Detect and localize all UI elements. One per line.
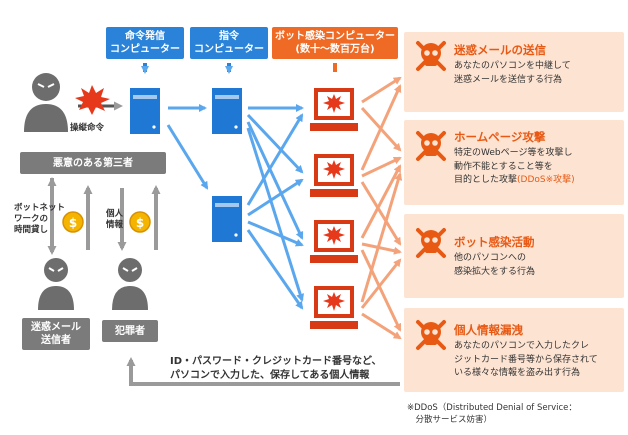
text-personal-info: 個人 情報 [106, 209, 124, 230]
person-icon-criminal [112, 258, 148, 310]
threat-title-spam: 迷惑メールの送信 [454, 43, 546, 57]
stolen-info-text: ID・パスワード・クレジットカード番号など、 パソコンで入力した、保存してある個… [170, 356, 382, 381]
blue-arrows [166, 104, 305, 310]
threat-desc-web-attack: 特定のWebページ等を攻撃し 動作不能とすること等を 目的とした攻撃(DDoS※… [454, 147, 575, 188]
server-icon-relay-bottom [212, 196, 242, 242]
skull-icon [416, 320, 446, 350]
server-icon-command [130, 88, 160, 134]
threat-panel-spam: 迷惑メールの送信 あなたのパソコンを中継して 迷惑メールを送信する行為 [404, 32, 624, 112]
threat-desc-spam: あなたのパソコンを中継して 迷惑メールを送信する行為 [454, 61, 571, 85]
svg-text:$: $ [69, 216, 77, 230]
threat-desc-infection: 他のパソコンへの 感染拡大をする行為 [454, 253, 536, 277]
threat-desc-web-attack-text: 特定のWebページ等を攻撃し 動作不能とすること等を 目的とした攻撃 [454, 148, 573, 185]
label-command-computer: 命令発信 コンピューター [106, 27, 184, 59]
bot-computer-icon-4 [310, 286, 358, 329]
ddos-footnote: ※DDoS（Distributed Denial of Service： 分散サ… [407, 403, 577, 425]
server-icon-relay-top [212, 88, 242, 134]
bot-computer-icon-1 [310, 88, 358, 131]
label-bot-computers: ボット感染コンピューター (数十～数百万台) [272, 27, 398, 59]
explosion-icon [75, 85, 110, 115]
threat-title-web-attack: ホームページ攻撃 [454, 130, 546, 144]
text-operation-command: 操縦命令 [70, 123, 105, 133]
label-relay-computer: 指令 コンピューター [190, 27, 268, 59]
skull-icon [416, 131, 446, 161]
skull-icon [416, 228, 446, 258]
threat-panel-data-leak: 個人情報漏洩 あなたのパソコンで入力したクレ ジットカード番号等から保存されて … [404, 308, 624, 392]
coin-icon-personal-info: $ [129, 211, 151, 233]
orange-arrows [360, 76, 403, 340]
person-icon-third-party [24, 73, 68, 132]
threat-desc-data-leak: あなたのパソコンで入力したクレ ジットカード番号等から保存されて いる様々な情報… [454, 341, 598, 378]
bot-computer-icon-2 [310, 154, 358, 197]
person-icon-spam-sender [38, 258, 74, 310]
coin-icon-botnet: $ [62, 211, 84, 233]
threat-panel-infection: ボット感染活動 他のパソコンへの 感染拡大をする行為 [404, 214, 624, 298]
skull-icon [416, 41, 446, 71]
threat-title-data-leak: 個人情報漏洩 [454, 323, 523, 337]
threat-panel-web-attack: ホームページ攻撃 特定のWebページ等を攻撃し 動作不能とすること等を 目的とし… [404, 120, 624, 205]
gray-arrows [47, 177, 400, 386]
text-botnet-lending: ボットネット ワークの 時間貸し [14, 203, 66, 235]
box-criminal: 犯罪者 [102, 320, 158, 342]
ddos-note: (DDoS※攻撃) [517, 175, 575, 185]
box-spam-sender: 迷惑メール 送信者 [22, 318, 90, 350]
box-malicious-third-party: 悪意のある第三者 [20, 152, 166, 174]
threat-title-infection: ボット感染活動 [454, 235, 535, 249]
bot-computer-icon-3 [310, 220, 358, 263]
svg-text:$: $ [136, 216, 144, 230]
